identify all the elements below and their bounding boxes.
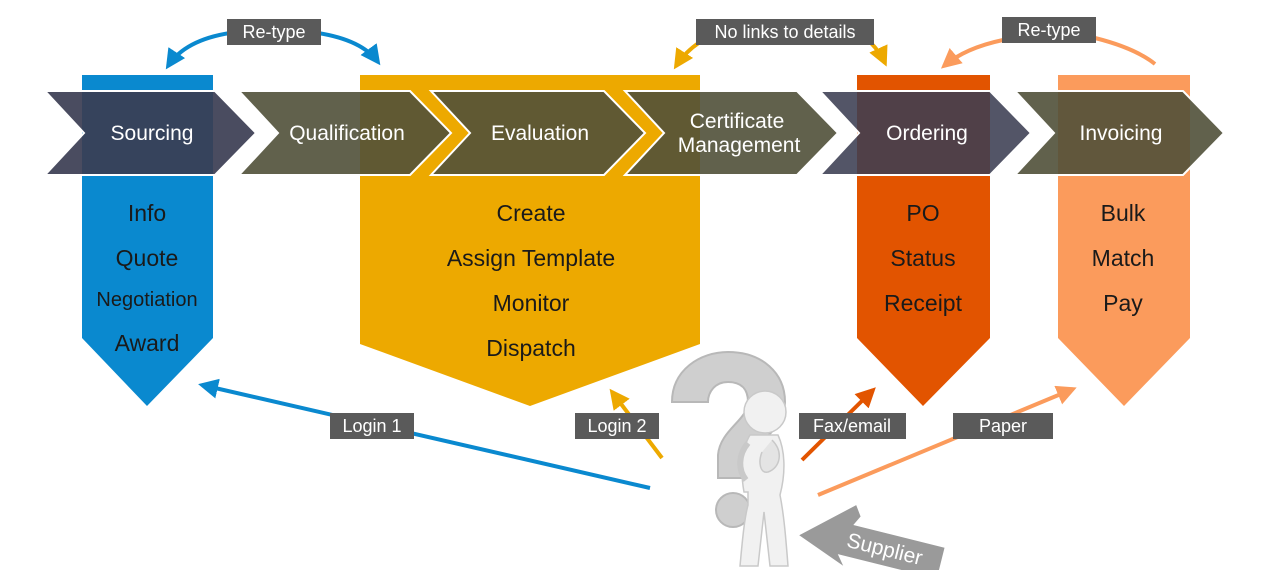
process-chevrons: Sourcing Qualification Evaluation Certif… [42, 90, 1226, 176]
paper-label-bg [953, 413, 1053, 439]
list-item: Create [496, 200, 565, 226]
supplier-arrow: Supplier [799, 505, 945, 570]
list-item: Monitor [493, 290, 570, 316]
retype-left-label-bg [227, 19, 321, 45]
step-label-certificate: Certificate [690, 110, 785, 133]
fax-email-label-bg [799, 413, 906, 439]
chevron-invoicing [1012, 90, 1226, 176]
sourcing-items: Info Quote Negotiation Award [96, 200, 197, 356]
login1-label-bg [330, 413, 414, 439]
list-item: Quote [116, 245, 179, 271]
list-item: Bulk [1101, 200, 1146, 226]
step-label-invoicing: Invoicing [1080, 122, 1163, 145]
step-label-evaluation: Evaluation [491, 122, 589, 145]
chevron-certificate-management [622, 90, 840, 176]
step-label-qualification: Qualification [289, 122, 405, 145]
list-item: Match [1092, 245, 1155, 271]
chevron-ordering [817, 90, 1033, 176]
login1-label: Login 1 [342, 416, 401, 436]
retype-right-label: Re-type [1017, 20, 1080, 40]
retype-left-arrow [165, 31, 231, 70]
retype-right-arrow-right [1094, 36, 1157, 66]
thinking-person-question-mark-icon [670, 350, 789, 567]
chevron-sourcing [42, 90, 258, 176]
ordering-items: PO Status Receipt [884, 200, 963, 316]
list-item: PO [906, 200, 939, 226]
paper-label: Paper [979, 416, 1027, 436]
no-links-label: No links to details [714, 22, 855, 42]
chevron-qualification [236, 90, 453, 176]
list-item: Receipt [884, 290, 963, 316]
retype-left-label: Re-type [242, 22, 305, 42]
fax-email-label: Fax/email [813, 416, 891, 436]
list-item: Info [128, 200, 166, 226]
retype-right-label-bg [1002, 17, 1096, 43]
list-item: Negotiation [96, 289, 197, 311]
list-item: Dispatch [486, 335, 575, 361]
list-item: Assign Template [447, 245, 615, 271]
login2-label-bg [575, 413, 659, 439]
step-label-management: Management [678, 134, 801, 157]
login1-arrow [198, 378, 651, 490]
retype-right-arrow-left [940, 38, 1004, 69]
login2-label: Login 2 [587, 416, 646, 436]
list-item: Award [115, 330, 180, 356]
no-links-label-bg [696, 19, 874, 45]
paper-arrow [817, 385, 1077, 497]
step-label-ordering: Ordering [886, 122, 968, 145]
no-links-arrow-right [868, 40, 888, 67]
retype-left-arrow-right [317, 31, 381, 66]
step-label-sourcing: Sourcing [111, 122, 194, 145]
list-item: Pay [1103, 290, 1143, 316]
no-links-arrow-left [673, 40, 702, 70]
evaluation-items: Create Assign Template Monitor Dispatch [447, 200, 615, 361]
invoicing-items: Bulk Match Pay [1092, 200, 1155, 316]
list-item: Status [890, 245, 955, 271]
chevron-evaluation [428, 90, 647, 176]
